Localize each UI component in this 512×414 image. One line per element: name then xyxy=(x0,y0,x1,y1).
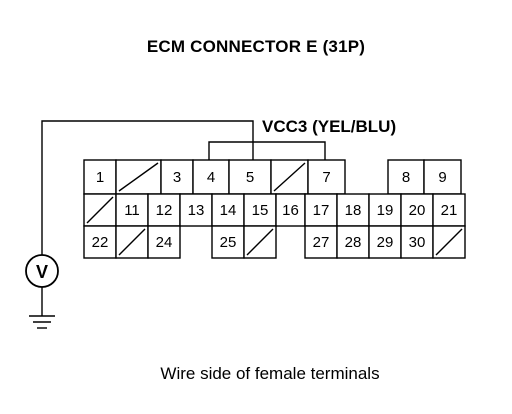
signal-bracket xyxy=(208,141,326,160)
terminal-cell xyxy=(147,225,181,259)
unused-terminal-slash xyxy=(118,228,146,256)
terminal-number: 4 xyxy=(207,169,215,186)
terminal-number: 27 xyxy=(313,234,330,251)
terminal-number: 25 xyxy=(220,234,237,251)
unused-terminal-slash xyxy=(86,196,114,224)
terminal-number: 11 xyxy=(124,202,140,219)
terminal-number: 18 xyxy=(345,202,362,219)
terminal-number: 19 xyxy=(377,202,394,219)
terminal-number: 20 xyxy=(409,202,426,219)
terminal-number: 14 xyxy=(220,202,237,219)
terminal-number: 30 xyxy=(409,234,426,251)
terminal-number: 3 xyxy=(173,169,181,186)
terminal-number: 5 xyxy=(246,169,254,186)
terminal-cell xyxy=(211,193,245,227)
terminal-cell xyxy=(368,225,402,259)
terminal-number: 28 xyxy=(345,234,362,251)
terminal-cell xyxy=(179,193,213,227)
terminal-cell xyxy=(432,193,466,227)
unused-terminal-slash xyxy=(118,162,159,192)
voltmeter-icon: V xyxy=(25,254,59,288)
terminal-number: 21 xyxy=(441,202,458,219)
terminal-number: 8 xyxy=(402,169,410,186)
voltmeter-symbol: V xyxy=(36,262,48,282)
terminal-cell xyxy=(275,193,306,227)
terminal-cell xyxy=(228,159,272,195)
terminal-cell xyxy=(336,225,370,259)
terminal-cell xyxy=(83,159,117,195)
terminal-cell xyxy=(304,193,338,227)
terminal-cell xyxy=(387,159,425,195)
terminal-number: 16 xyxy=(282,202,299,219)
terminal-cell xyxy=(211,225,245,259)
terminal-number: 12 xyxy=(156,202,173,219)
terminal-number: 7 xyxy=(322,169,330,186)
terminal-cell xyxy=(368,193,402,227)
terminal-cell xyxy=(400,225,434,259)
caption: Wire side of female terminals xyxy=(160,364,380,383)
diagram-title: ECM CONNECTOR E (31P) xyxy=(146,37,366,56)
terminal-number: 1 xyxy=(96,169,104,186)
unused-terminal-slash xyxy=(435,228,463,256)
terminal-number: 29 xyxy=(377,234,394,251)
terminal-number: 15 xyxy=(252,202,269,219)
terminal-number: 24 xyxy=(156,234,173,251)
signal-label: VCC3 (YEL/BLU) xyxy=(262,117,397,136)
terminal-number: 22 xyxy=(92,234,109,251)
terminal-cell xyxy=(307,159,346,195)
unused-terminal-slash xyxy=(246,228,274,256)
unused-terminal-slash xyxy=(273,162,306,192)
terminal-number: 17 xyxy=(313,202,330,219)
terminal-number: 13 xyxy=(188,202,205,219)
probe-wire xyxy=(41,120,254,255)
terminal-number: 9 xyxy=(438,169,446,186)
